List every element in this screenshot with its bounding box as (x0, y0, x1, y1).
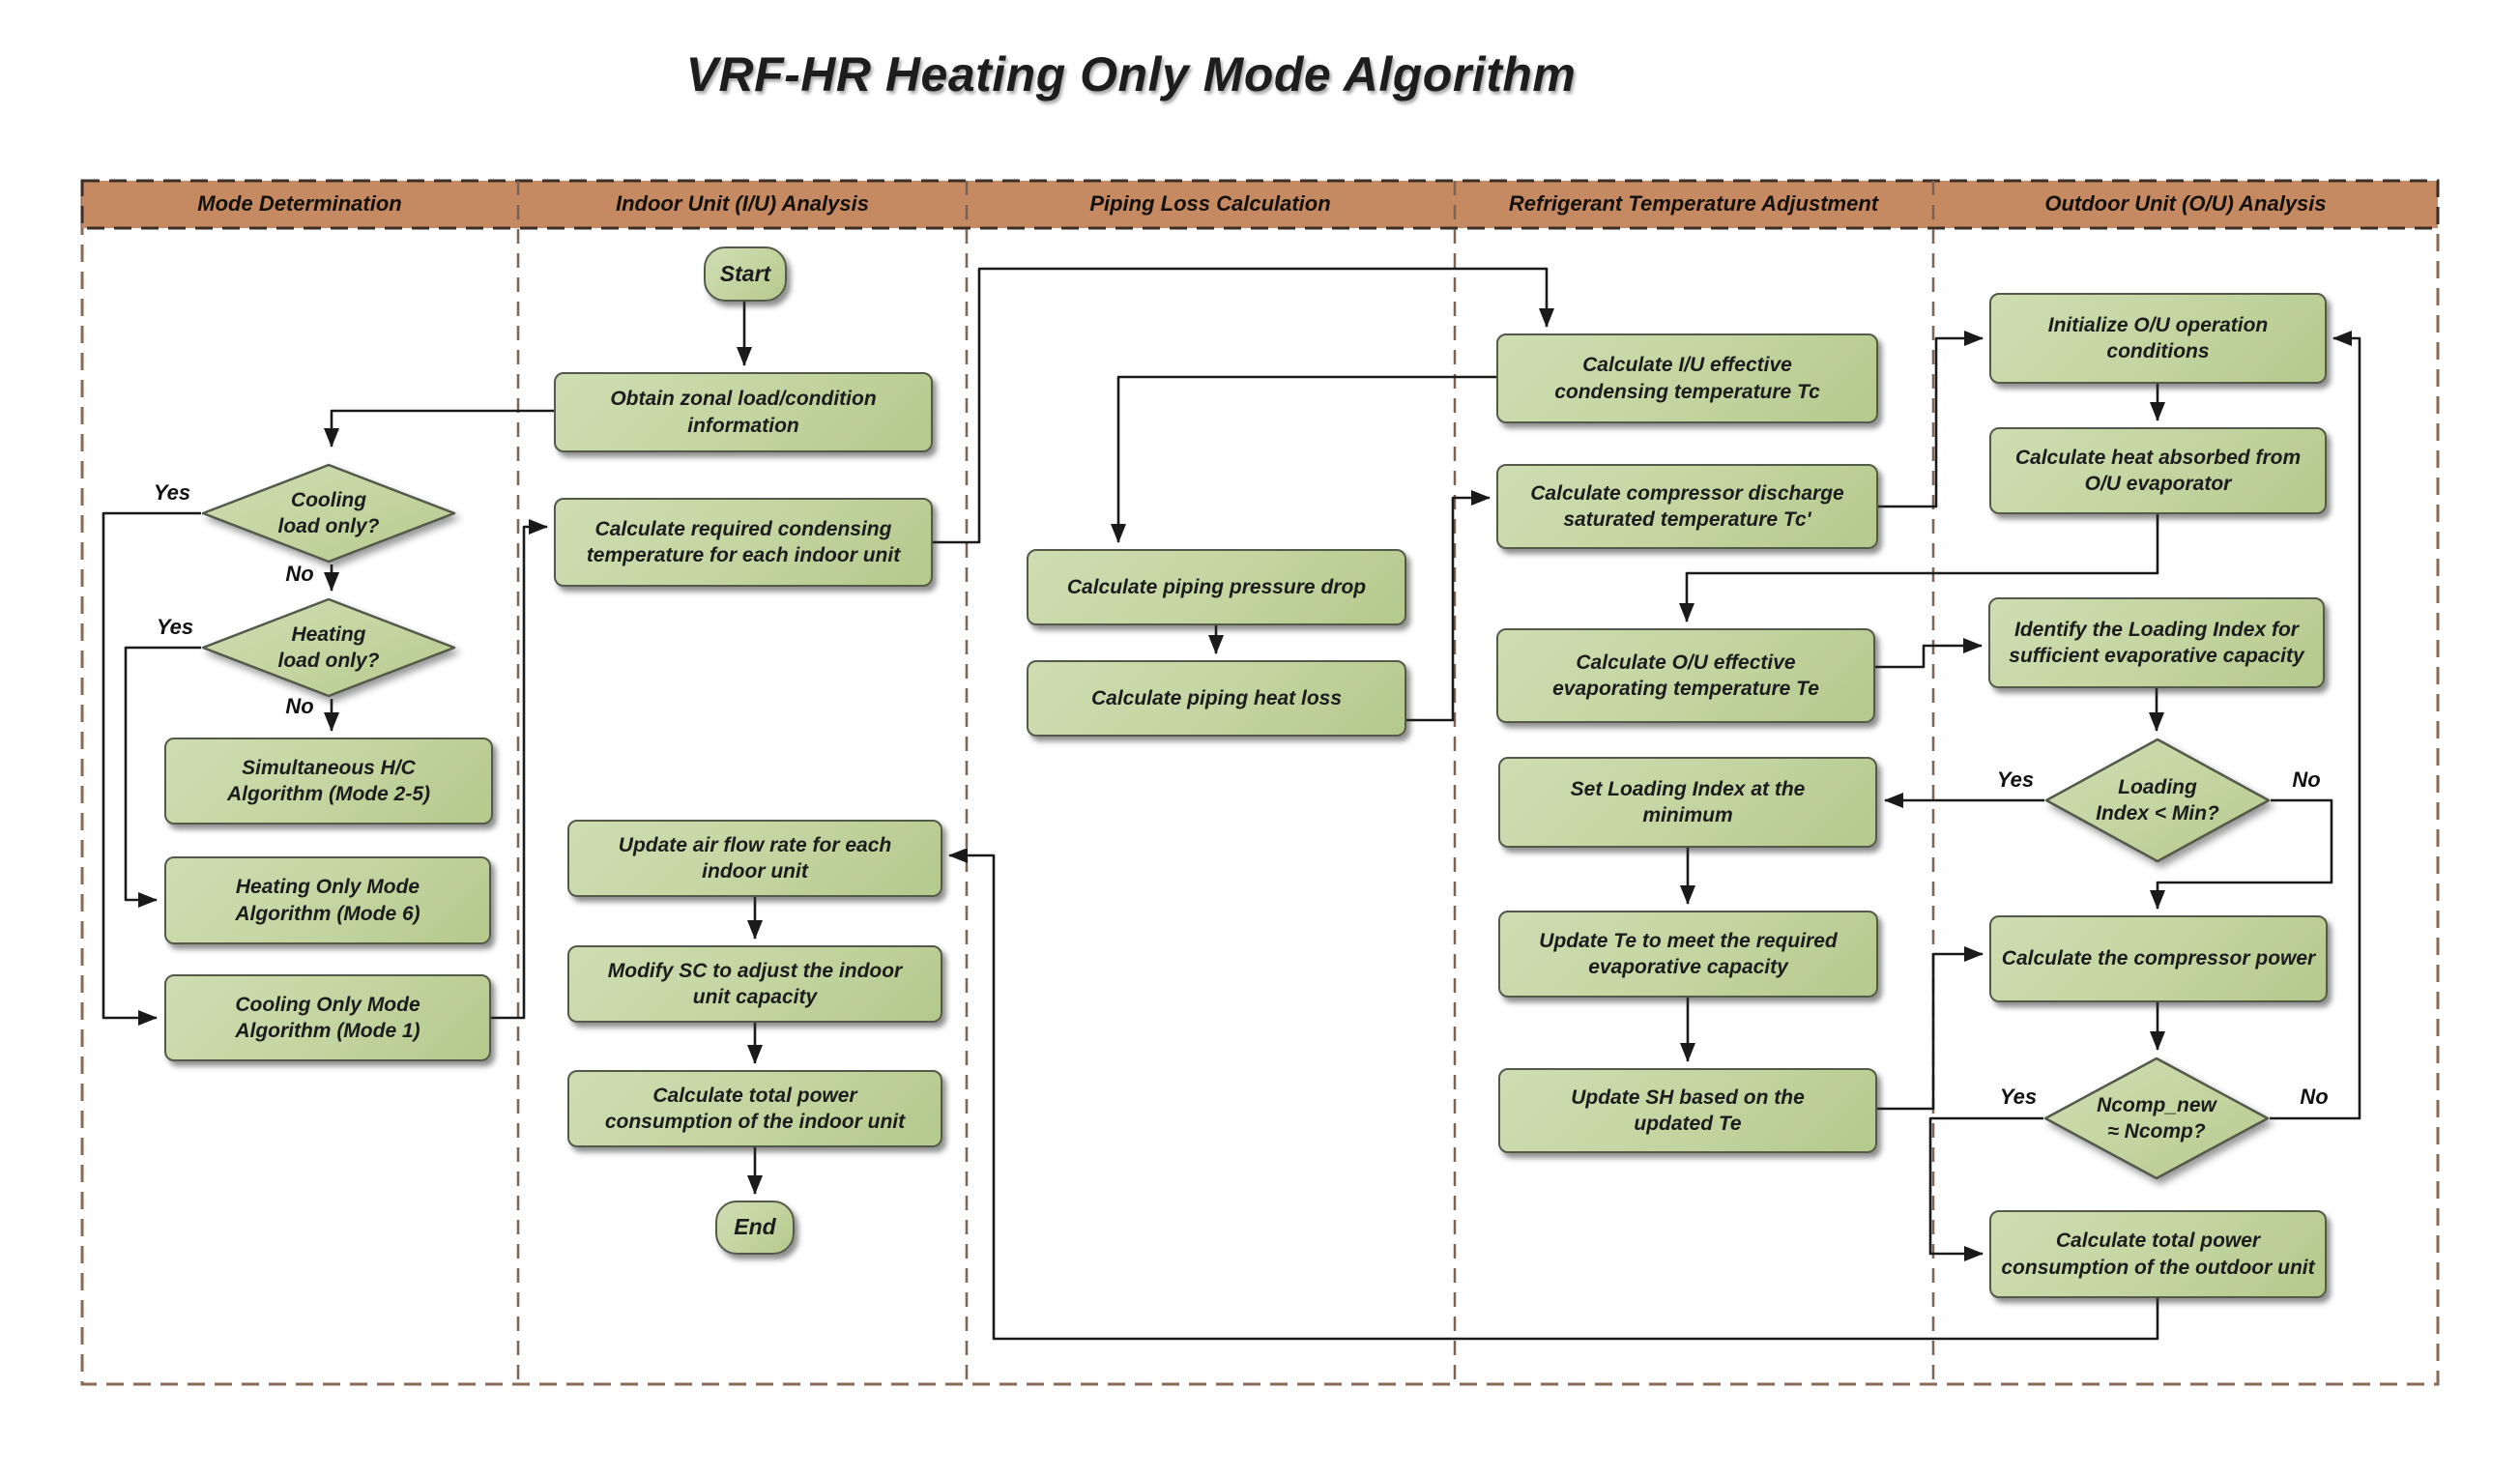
lane-header-4: Refrigerant Temperature Adjustment (1508, 191, 1879, 216)
edge-label-heating-yes: Yes (156, 615, 194, 639)
node-label: End (734, 1214, 776, 1240)
edge-label-ncomp-no: No (2300, 1085, 2329, 1109)
node-calc-compressor-power: Calculate the compressor power (1989, 915, 2328, 1002)
node-label: Start (719, 260, 771, 286)
edge-label-ncomp-yes: Yes (1999, 1085, 2038, 1109)
edge-te-to-identify (1875, 638, 1983, 669)
lane-header-5: Outdoor Unit (O/U) Analysis (2044, 191, 2327, 216)
edge-update-sh-to-compressor-power (1877, 946, 1984, 1111)
lane-header-1: Mode Determination (197, 191, 402, 216)
edge-tc-to-pressure-drop (1111, 375, 1496, 543)
edge-label-loading-yes: Yes (1996, 767, 2035, 792)
edge-label-loading-no: No (2292, 767, 2321, 792)
lane-header-3: Piping Loss Calculation (1089, 191, 1331, 216)
edge-heat-loss-to-tc-prime (1406, 490, 1491, 722)
edge-mode1-to-calc-required (491, 519, 548, 1020)
edge-label-cooling-yes: Yes (153, 480, 191, 505)
lane-header-2: Indoor Unit (I/U) Analysis (616, 191, 869, 216)
edge-label-heating-no: No (285, 694, 314, 718)
node-label: Ncomp_new≈ Ncomp? (2097, 1093, 2216, 1143)
node-label: Calculate piping pressure drop (1066, 575, 1367, 598)
node-calc-piping-heat-loss: Calculate piping heat loss (1027, 660, 1406, 737)
page-title: VRF-HR Heating Only Mode Algorithm (685, 47, 1577, 101)
node-calc-piping-pressure-drop: Calculate piping pressure drop (1027, 549, 1406, 625)
node-end: End (715, 1201, 795, 1255)
edge-obtain-to-cooling-decision (324, 409, 554, 448)
node-label: Calculate the compressor power (2001, 947, 2316, 970)
node-label: Calculate piping heat loss (1090, 686, 1343, 709)
node-ncomp-decision: Ncomp_new≈ Ncomp? (2043, 1056, 2270, 1180)
edge-calc-required-to-tc (933, 267, 1554, 544)
node-start: Start (704, 246, 787, 302)
edge-tc-prime-to-initialize (1878, 331, 1984, 508)
edge-label-cooling-no: No (285, 562, 314, 586)
